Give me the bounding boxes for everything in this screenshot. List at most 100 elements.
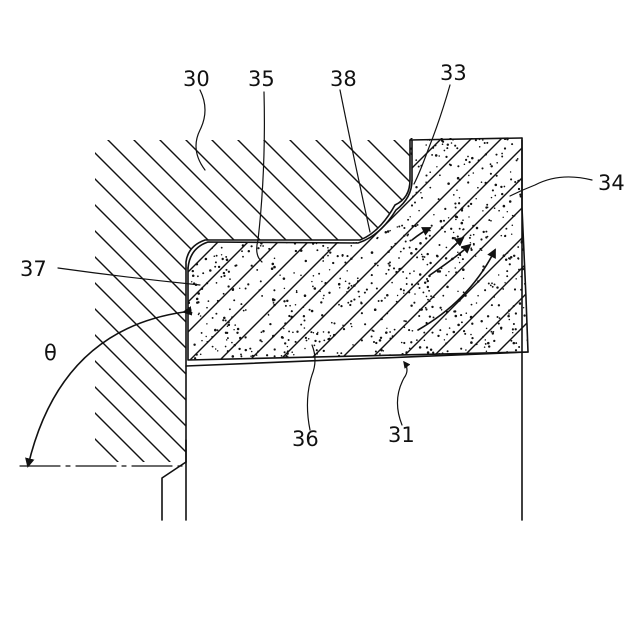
- housing-hatch-line: [198, 100, 618, 520]
- stipple-dot: [470, 242, 471, 243]
- stipple-dot: [266, 354, 268, 356]
- stipple-dot: [441, 309, 443, 311]
- stipple-dot: [406, 182, 408, 184]
- stipple-dot: [199, 192, 201, 194]
- stipple-dot: [329, 251, 331, 253]
- stipple-dot: [513, 305, 515, 307]
- stipple-dot: [247, 194, 250, 197]
- stipple-dot: [366, 289, 368, 291]
- stipple-dot: [401, 342, 403, 344]
- stipple-dot: [356, 149, 358, 151]
- stipple-dot: [373, 341, 375, 343]
- stipple-dot: [200, 177, 201, 178]
- stipple-dot: [470, 247, 472, 249]
- stipple-dot: [513, 215, 515, 217]
- stipple-dot: [290, 316, 293, 319]
- stipple-dot: [467, 205, 469, 207]
- stipple-dot: [523, 307, 524, 308]
- housing-hatch-line: [0, 100, 72, 520]
- stipple-dot: [486, 328, 488, 330]
- stipple-dot: [472, 172, 474, 174]
- stipple-dot: [192, 270, 194, 272]
- stipple-dot: [306, 162, 308, 164]
- stipple-dot: [238, 201, 241, 204]
- stipple-dot: [419, 287, 421, 289]
- stipple-dot: [283, 277, 286, 280]
- stipple-dot: [432, 352, 434, 354]
- stipple-dot: [315, 174, 317, 176]
- stipple-dot: [422, 258, 424, 260]
- stipple-dot: [415, 159, 417, 161]
- stipple-dot: [186, 188, 188, 190]
- stipple-dot: [411, 225, 413, 227]
- stipple-dot: [304, 211, 306, 213]
- stipple-dot: [192, 202, 194, 204]
- stipple-dot: [296, 291, 298, 293]
- housing-hatch-line: [94, 100, 514, 520]
- stipple-dot: [481, 167, 483, 169]
- stipple-dot: [424, 340, 426, 342]
- stipple-dot: [305, 337, 307, 339]
- stipple-dot: [357, 277, 359, 279]
- stipple-dot: [234, 324, 236, 326]
- stipple-dot: [458, 257, 459, 258]
- stipple-dot: [264, 195, 266, 197]
- stipple-dot: [475, 198, 476, 199]
- stipple-dot: [510, 178, 512, 180]
- stipple-dot: [223, 143, 225, 145]
- label-35: 35: [248, 67, 275, 91]
- stipple-dot: [405, 241, 407, 243]
- stipple-dot: [466, 312, 468, 314]
- stipple-dot: [316, 212, 318, 214]
- stipple-dot: [374, 263, 376, 265]
- stipple-dot: [487, 206, 489, 208]
- stipple-dot: [459, 362, 461, 364]
- stipple-dot: [433, 316, 435, 318]
- stipple-dot: [229, 278, 231, 280]
- stipple-dot: [383, 176, 385, 178]
- stipple-dot: [427, 286, 429, 288]
- stipple-dot: [256, 269, 258, 271]
- label-37: 37: [20, 257, 47, 281]
- stipple-dot: [387, 313, 389, 315]
- stipple-dot: [339, 278, 341, 280]
- stipple-dot: [288, 330, 290, 332]
- stipple-dot: [517, 180, 519, 182]
- stipple-dot: [384, 297, 386, 299]
- stipple-dot: [505, 228, 507, 230]
- stipple-dot: [316, 159, 319, 162]
- stipple-dot: [255, 220, 257, 222]
- stipple-dot: [251, 265, 253, 267]
- stipple-dot: [481, 249, 483, 251]
- stipple-dot: [314, 178, 316, 180]
- stipple-dot: [492, 189, 494, 191]
- housing-hatch-line: [146, 100, 566, 520]
- stipple-dot: [316, 333, 318, 335]
- stipple-dot: [504, 235, 506, 237]
- stipple-dot: [425, 237, 427, 239]
- housing-hatch-line: [0, 100, 332, 520]
- stipple-dot: [488, 283, 490, 285]
- housing-hatch-line: [0, 100, 384, 520]
- stipple-dot: [220, 276, 222, 278]
- stipple-dot: [490, 173, 492, 175]
- stipple-dot: [383, 140, 385, 142]
- stipple-dot: [475, 359, 477, 361]
- stipple-dot: [431, 306, 433, 308]
- stipple-dot: [194, 208, 196, 210]
- stipple-dot: [320, 291, 321, 292]
- stipple-dot: [498, 304, 500, 306]
- stipple-dot: [425, 182, 426, 183]
- stipple-dot: [339, 223, 341, 225]
- stipple-dot: [188, 208, 190, 210]
- stipple-dot: [425, 144, 427, 146]
- stipple-dot: [483, 231, 485, 233]
- stipple-dot: [403, 320, 405, 322]
- stipple-dot: [280, 328, 282, 330]
- stipple-dot: [503, 205, 506, 208]
- stipple-dot: [403, 293, 404, 294]
- stipple-dot: [455, 219, 457, 221]
- stipple-dot: [265, 182, 267, 184]
- stipple-dot: [357, 280, 359, 282]
- stipple-dot: [313, 145, 316, 148]
